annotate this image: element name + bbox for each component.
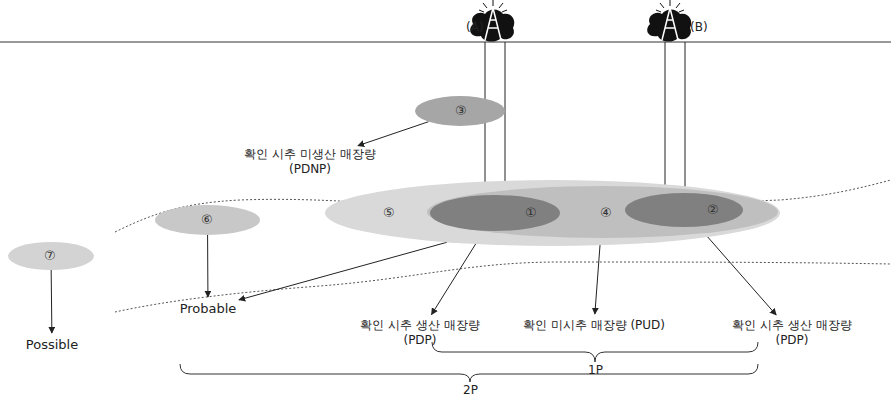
label-text: Possible [7, 337, 97, 352]
callout-number: ⑥ [201, 213, 213, 226]
label-text: 확인 미시추 매장량 (PUD) [519, 318, 669, 333]
label-text: 확인 시추 미생산 매장량 (PDNP) [225, 147, 395, 177]
leader-arrow [595, 238, 601, 314]
reserve-ellipse: ⑥ [155, 205, 260, 235]
callout-number: ⑦ [44, 249, 56, 262]
reserve-label: 확인 시추 미생산 매장량 (PDNP) [225, 147, 395, 177]
reserve-ellipse: ② [625, 193, 743, 227]
callout-number: ⑤ [383, 206, 395, 219]
reserve-ellipse: ① [430, 195, 560, 231]
callout-number: ② [707, 203, 719, 216]
leader-arrow [358, 122, 429, 146]
callout-number: ④ [600, 206, 612, 219]
label-text: 확인 시추 생산 매장량 (PDP) [345, 318, 495, 348]
leader-arrow [239, 242, 447, 300]
bracket-label: 1P [588, 364, 603, 376]
well-label: (B) [690, 21, 708, 33]
bracket-2p [180, 364, 758, 382]
callout-number: ① [525, 206, 537, 219]
category-label: Possible [7, 337, 97, 352]
reserve-label: 확인 미시추 매장량 (PUD) [519, 318, 669, 333]
reserve-ellipse: ③ [415, 96, 505, 126]
label-text: 확인 시추 생산 매장량 (PDP) [717, 318, 867, 348]
leader-arrow [207, 235, 208, 297]
callout-number: ③ [455, 104, 467, 117]
label-text: Probable [163, 301, 253, 316]
bracket-label: 2P [463, 384, 478, 396]
reserve-ellipse: ⑤ ④ ① ② [325, 180, 780, 246]
leader-arrow [698, 226, 776, 315]
bracket-1p [432, 342, 758, 362]
leader-arrow [51, 270, 53, 333]
reserve-label: 확인 시추 생산 매장량 (PDP) [345, 318, 495, 348]
reserve-ellipse: ⑦ [8, 242, 94, 270]
ground-line [0, 42, 891, 43]
reserve-ellipse: ④ ① ② [427, 186, 778, 238]
well-label: (A) [466, 21, 484, 33]
category-label: Probable [163, 301, 253, 316]
reserve-label: 확인 시추 생산 매장량 (PDP) [717, 318, 867, 348]
